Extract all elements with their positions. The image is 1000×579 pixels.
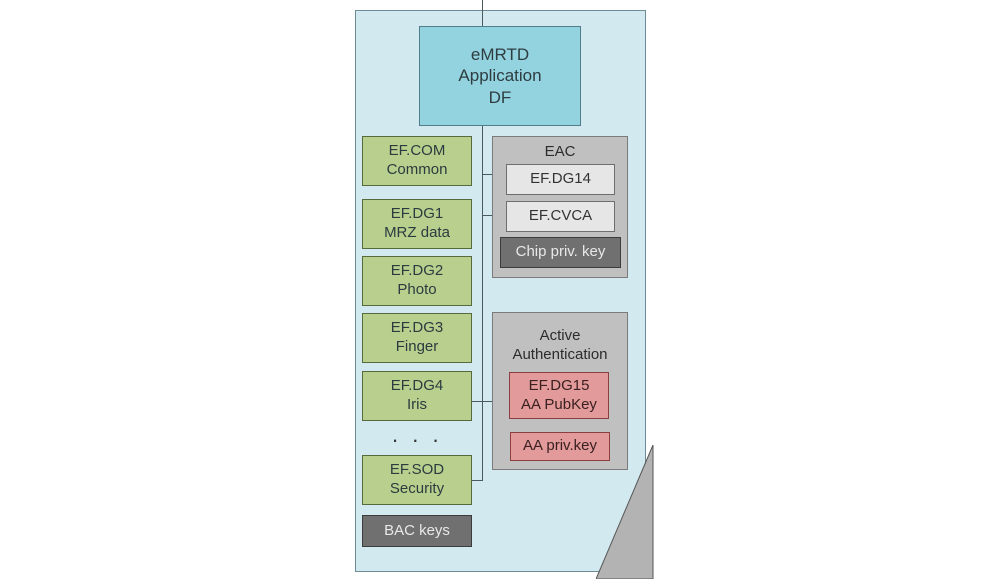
ef-com-name: EF.COM <box>388 142 446 160</box>
df-label-line1: eMRTD <box>470 45 530 65</box>
df-label-line2: Application <box>458 66 542 86</box>
ef-dg1-desc: MRZ data <box>384 224 450 241</box>
aa-title-line1: Active <box>539 327 581 344</box>
ef-dg14: EF.DG14 <box>506 164 615 195</box>
connector-aa-dg15 <box>471 401 510 402</box>
ellipsis: . . . <box>392 422 443 447</box>
ef-dg2-desc: Photo <box>397 281 437 298</box>
ef-dg1-name: EF.DG1 <box>390 205 444 223</box>
ef-dg2-name: EF.DG2 <box>390 262 444 280</box>
ef-dg3: EF.DG3 Finger <box>362 313 472 363</box>
ef-dg14-label: EF.DG14 <box>530 170 591 188</box>
ef-dg1: EF.DG1 MRZ data <box>362 199 472 249</box>
ef-com: EF.COM Common <box>362 136 472 186</box>
connector-sod <box>471 480 483 481</box>
ef-cvca: EF.CVCA <box>506 201 615 232</box>
trunk-line <box>482 126 483 481</box>
bac-keys: BAC keys <box>362 515 472 547</box>
ef-sod-name: EF.SOD <box>389 461 445 479</box>
ef-dg15-desc: AA PubKey <box>521 395 597 413</box>
ef-dg15-name: EF.DG15 <box>528 376 590 394</box>
ef-dg4: EF.DG4 Iris <box>362 371 472 421</box>
emrtd-application-df: eMRTD Application DF <box>419 26 581 126</box>
ef-sod: EF.SOD Security <box>362 455 472 505</box>
ef-dg4-desc: Iris <box>407 396 427 413</box>
ef-dg3-desc: Finger <box>395 338 439 355</box>
aa-priv-key-label: AA priv.key <box>523 437 597 455</box>
df-label-line3: DF <box>488 87 512 107</box>
ef-dg2: EF.DG2 Photo <box>362 256 472 306</box>
ef-dg4-name: EF.DG4 <box>390 377 444 395</box>
ef-dg15: EF.DG15 AA PubKey <box>509 372 609 419</box>
eac-title: EAC <box>544 143 576 160</box>
aa-priv-key: AA priv.key <box>510 432 610 461</box>
ef-sod-desc: Security <box>389 480 445 497</box>
aa-title-line2: Authentication <box>512 345 608 363</box>
chip-priv-key: Chip priv. key <box>500 237 621 268</box>
chip-priv-key-label: Chip priv. key <box>515 243 606 261</box>
top-connector <box>482 0 483 26</box>
corner-wedge <box>596 445 654 579</box>
aa-title: Active Authentication <box>492 327 628 365</box>
bac-keys-label: BAC keys <box>384 521 450 539</box>
ef-com-desc: Common <box>386 161 448 178</box>
ef-dg3-name: EF.DG3 <box>390 319 444 337</box>
ef-cvca-label: EF.CVCA <box>528 207 593 225</box>
